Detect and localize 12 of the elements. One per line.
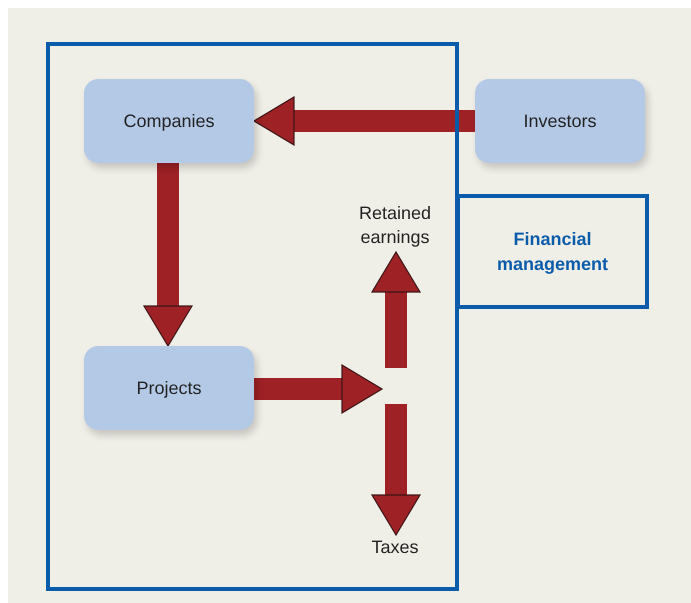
rounded-box: Investors — [475, 79, 645, 163]
boundary-frame — [46, 42, 459, 591]
rounded-box: Projects — [84, 346, 254, 430]
block-arrow — [371, 404, 421, 536]
block-arrow — [253, 96, 475, 146]
node-label: Taxes — [362, 535, 428, 559]
block-arrow — [254, 364, 383, 414]
rounded-box: Companies — [84, 79, 254, 163]
node-label: Retained earnings — [346, 198, 444, 252]
outlined-box: Financial management — [456, 194, 649, 309]
block-arrow — [143, 163, 193, 347]
block-arrow — [371, 251, 421, 368]
